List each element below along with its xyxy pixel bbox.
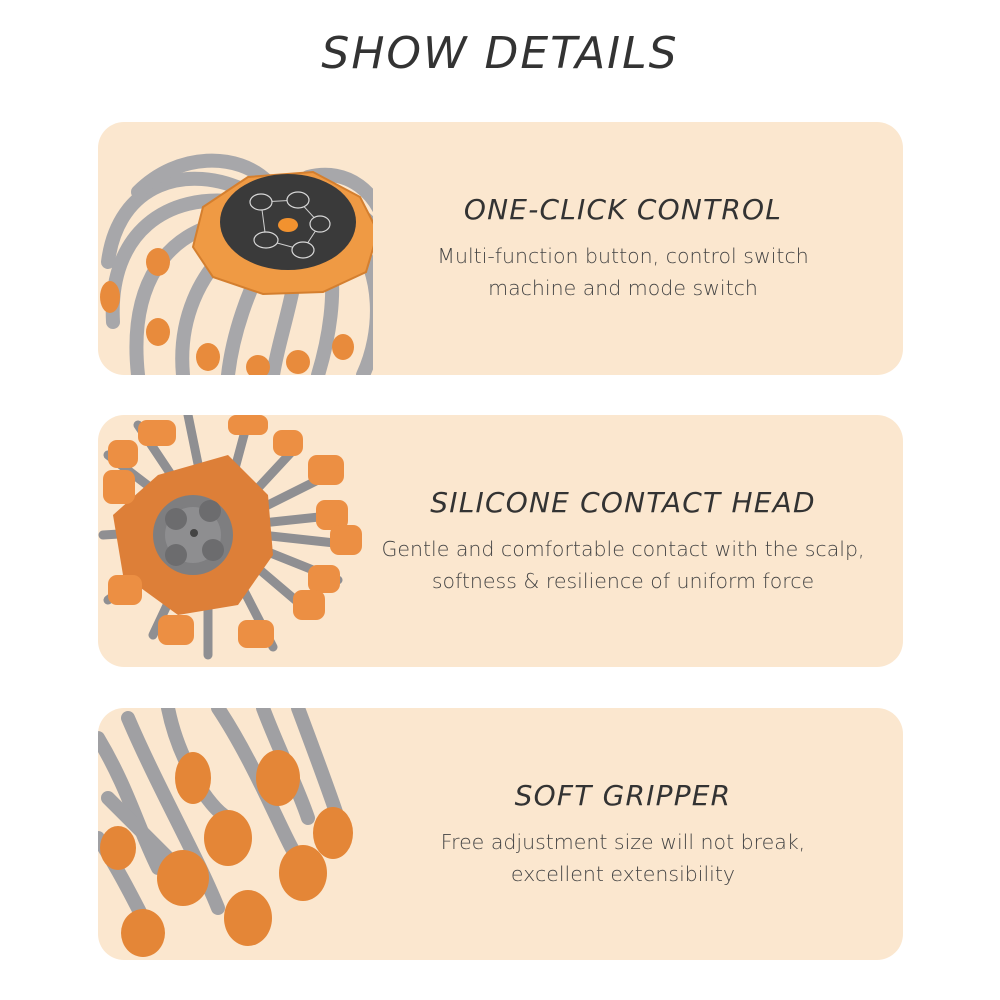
- feature-description: Gentle and comfortable contact with the …: [382, 533, 865, 597]
- feature-card-soft-gripper: SOFT GRIPPER Free adjustment size will n…: [98, 708, 903, 960]
- product-image-gripper: [98, 708, 373, 960]
- feature-card-one-click-control: ONE-CLICK CONTROL Multi-function button,…: [98, 122, 903, 375]
- feature-card-silicone-contact-head: SILICONE CONTACT HEAD Gentle and comfort…: [98, 415, 903, 667]
- feature-text: ONE-CLICK CONTROL Multi-function button,…: [343, 122, 903, 375]
- description-line: excellent extensibility: [510, 861, 736, 886]
- description-line: softness & resilience of uniform force: [431, 568, 815, 593]
- description-line: Multi-function button, control switch: [437, 244, 809, 268]
- feature-title: SOFT GRIPPER: [514, 778, 732, 812]
- description-line: machine and mode switch: [488, 276, 758, 300]
- product-image-contact-heads: [98, 415, 373, 667]
- description-line: Free adjustment size will not break,: [440, 829, 806, 854]
- feature-title: ONE-CLICK CONTROL: [463, 193, 783, 226]
- massager-control-panel-icon: [100, 153, 373, 375]
- feature-text: SOFT GRIPPER Free adjustment size will n…: [343, 708, 903, 960]
- massager-gripper-icon: [98, 708, 353, 957]
- feature-description: Multi-function button, control switch ma…: [437, 240, 808, 304]
- feature-title: SILICONE CONTACT HEAD: [430, 485, 816, 519]
- product-image-control-panel: [98, 122, 373, 375]
- page-title: SHOW DETAILS: [321, 28, 679, 79]
- feature-description: Free adjustment size will not break, exc…: [441, 826, 805, 890]
- feature-text: SILICONE CONTACT HEAD Gentle and comfort…: [343, 415, 903, 667]
- massager-contact-heads-icon: [98, 415, 362, 660]
- description-line: Gentle and comfortable contact with the …: [381, 536, 865, 561]
